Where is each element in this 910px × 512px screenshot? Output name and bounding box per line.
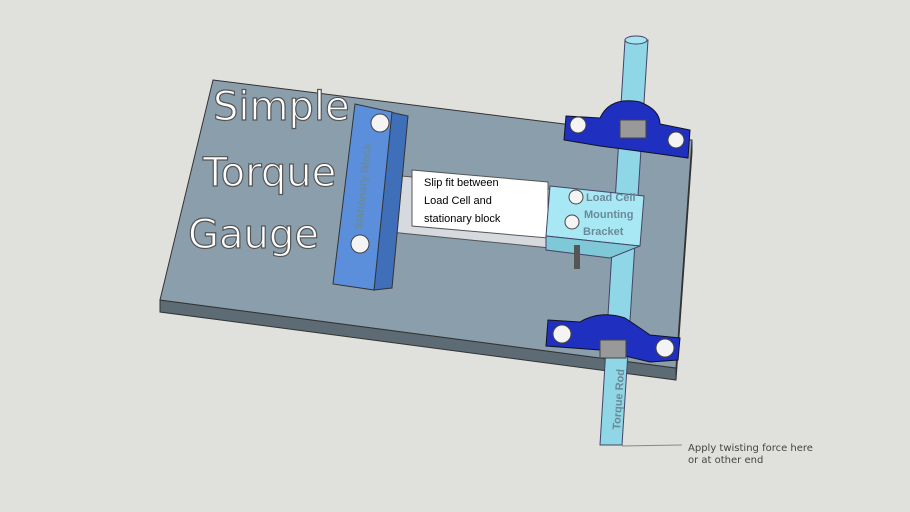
title-line-1: Simple bbox=[213, 84, 350, 130]
bolt-head-icon bbox=[568, 189, 584, 205]
note-leader-line bbox=[621, 444, 683, 447]
slip-fit-label-2: Load Cell and bbox=[424, 195, 492, 207]
bolt-head-icon bbox=[667, 131, 685, 149]
torque-rod-label: Torque Rod bbox=[611, 369, 627, 431]
note-line-2: or at other end bbox=[688, 455, 763, 466]
slip-fit-label-1: Slip fit between bbox=[424, 177, 499, 189]
bolt-head-icon bbox=[569, 116, 587, 134]
bottom-pillow-block-bearing bbox=[545, 314, 681, 363]
bolt-head-icon bbox=[350, 234, 370, 254]
bracket-label-3: Bracket bbox=[583, 226, 624, 238]
bolt-head-icon bbox=[552, 324, 572, 344]
title-line-3: Gauge bbox=[188, 212, 319, 258]
bracket-label-1: Load Cell bbox=[586, 192, 636, 204]
bolt-head-icon bbox=[655, 338, 675, 358]
stationary-block bbox=[332, 103, 393, 291]
title-line-2: Torque bbox=[202, 150, 336, 196]
bracket-label-2: Mounting bbox=[584, 209, 633, 221]
bracket-pin bbox=[574, 245, 580, 269]
note-line-1: Apply twisting force here bbox=[688, 443, 813, 454]
top-pillow-block-bearing bbox=[563, 100, 691, 159]
slip-fit-label-3: stationary block bbox=[424, 213, 501, 225]
bolt-head-icon bbox=[564, 214, 580, 230]
bolt-head-icon bbox=[370, 113, 390, 133]
